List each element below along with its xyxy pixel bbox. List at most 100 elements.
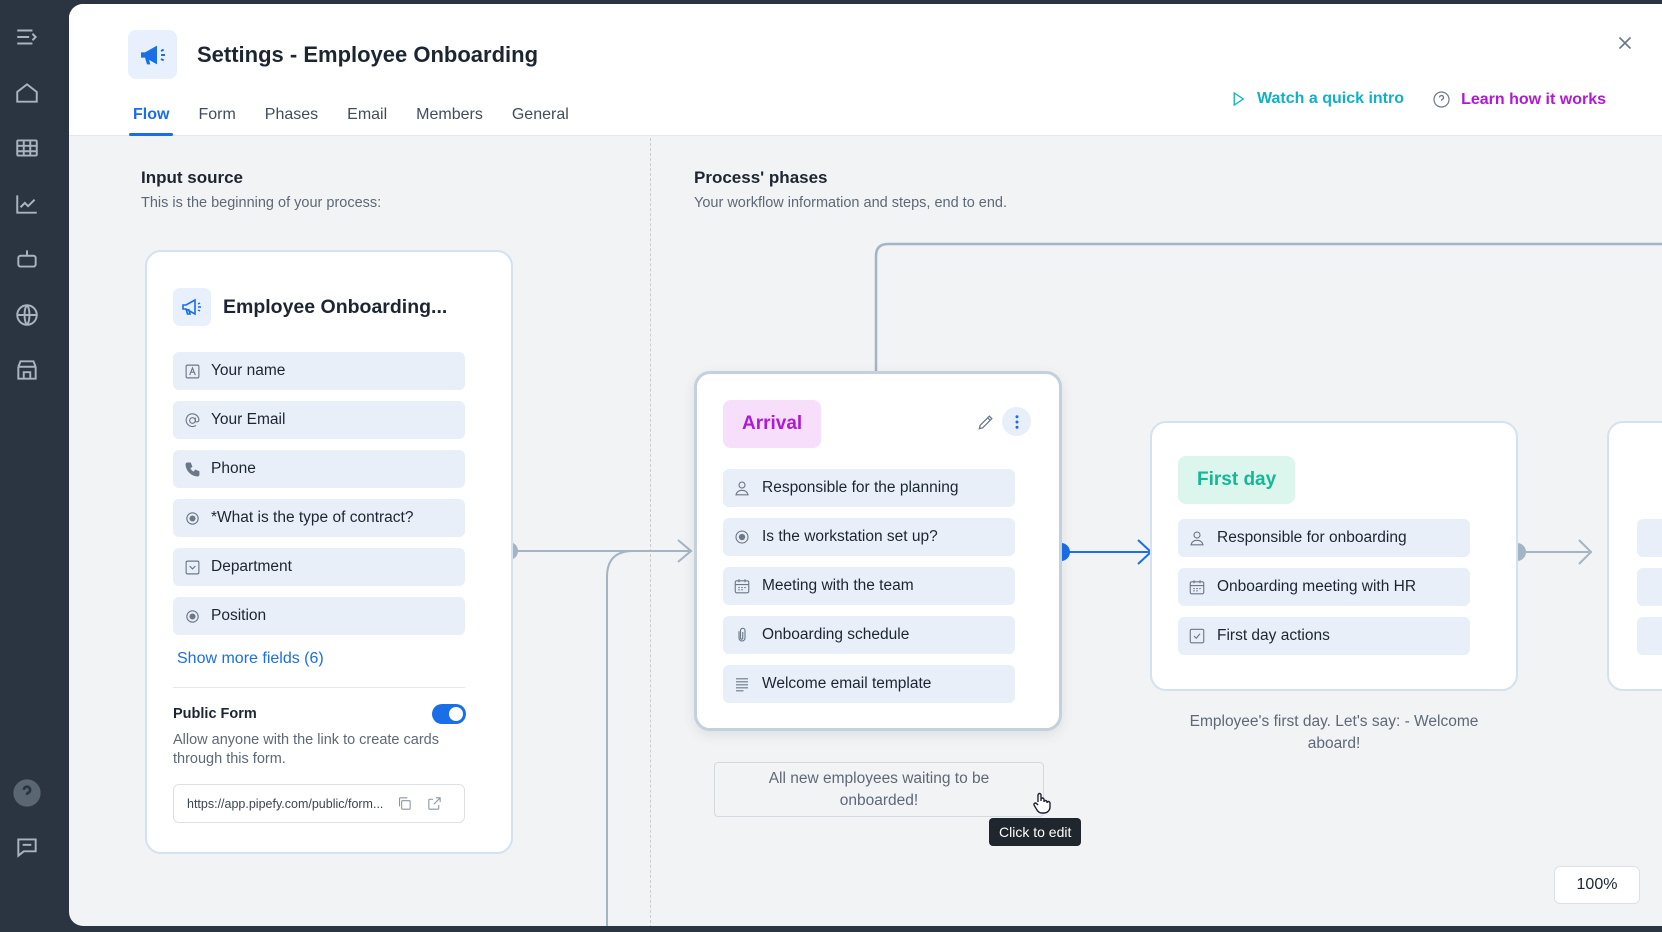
tab-general[interactable]: General bbox=[511, 106, 569, 123]
phase-description-text: Employee's first day. Let's say: - Welco… bbox=[1189, 713, 1479, 752]
phase-field-label: Responsible for onboarding bbox=[1217, 529, 1407, 546]
public-form-label: Public Form bbox=[173, 706, 257, 722]
phases-section-title: Process' phases bbox=[694, 168, 828, 187]
chat-icon[interactable] bbox=[12, 832, 42, 862]
megaphone-icon bbox=[128, 30, 177, 79]
user-icon bbox=[1190, 531, 1204, 546]
help-icon[interactable] bbox=[12, 778, 42, 808]
close-icon[interactable] bbox=[1614, 32, 1636, 54]
click-to-edit-tooltip: Click to edit bbox=[989, 818, 1082, 846]
radio-icon bbox=[735, 530, 749, 544]
long-text-icon bbox=[736, 678, 748, 692]
phase-description-text: All new employees waiting to be onboarde… bbox=[768, 769, 990, 809]
menu-expand-icon[interactable] bbox=[12, 22, 42, 52]
text-field-icon bbox=[183, 362, 201, 380]
more-options-icon[interactable] bbox=[1002, 407, 1031, 436]
phase-field-label: Responsible for the planning bbox=[762, 479, 959, 496]
tab-form[interactable]: Form bbox=[198, 106, 236, 123]
form-field[interactable]: Your name bbox=[173, 352, 465, 390]
pencil-icon[interactable] bbox=[976, 412, 996, 432]
form-field[interactable]: *What is the type of contract? bbox=[173, 499, 465, 537]
radio-icon bbox=[183, 607, 201, 625]
start-form-card[interactable]: Employee Onboarding... Your name Your Em… bbox=[145, 250, 513, 854]
chart-icon[interactable] bbox=[12, 189, 42, 219]
phase-card-arrival[interactable]: Arrival Responsible for the planning Is … bbox=[694, 371, 1062, 731]
phase-field bbox=[1637, 617, 1662, 655]
tab-email[interactable]: Email bbox=[347, 106, 388, 123]
phase-field[interactable]: Responsible for the planning bbox=[723, 469, 1015, 507]
hand-cursor-icon bbox=[1033, 792, 1051, 814]
phase-field-label: Meeting with the team bbox=[762, 577, 914, 594]
public-form-description: Allow anyone with the link to create car… bbox=[173, 732, 439, 767]
phase-name: Arrival bbox=[723, 400, 822, 448]
external-link-icon[interactable] bbox=[426, 795, 443, 812]
phase-field[interactable]: Welcome email template bbox=[723, 665, 1015, 703]
phase-field[interactable]: Onboarding meeting with HR bbox=[1178, 568, 1470, 606]
learn-how-link[interactable]: Learn how it works bbox=[1432, 90, 1606, 109]
section-divider bbox=[650, 138, 651, 926]
form-name: Employee Onboarding... bbox=[223, 296, 448, 318]
learn-how-label: Learn how it works bbox=[1461, 90, 1606, 108]
home-icon[interactable] bbox=[12, 78, 42, 108]
tab-phases[interactable]: Phases bbox=[264, 106, 319, 123]
phase-description-arrival[interactable]: All new employees waiting to be onboarde… bbox=[714, 762, 1044, 817]
robot-icon[interactable] bbox=[12, 244, 42, 274]
phases-section-subtitle: Your workflow information and steps, end… bbox=[694, 195, 1008, 211]
page-title: Settings - Employee Onboarding bbox=[197, 42, 539, 67]
calendar-icon bbox=[734, 579, 750, 594]
public-url-box: https://app.pipefy.com/public/form... bbox=[173, 784, 465, 823]
input-source-title: Input source bbox=[141, 168, 244, 187]
watch-intro-label: Watch a quick intro bbox=[1257, 90, 1404, 107]
copy-icon[interactable] bbox=[396, 795, 413, 812]
card-divider bbox=[173, 687, 465, 688]
phase-field-label: First day actions bbox=[1217, 627, 1330, 644]
phase-field[interactable]: Responsible for onboarding bbox=[1178, 519, 1470, 557]
phase-field[interactable]: Meeting with the team bbox=[723, 567, 1015, 605]
phase-field-label: Onboarding schedule bbox=[762, 626, 910, 643]
play-icon bbox=[1233, 91, 1245, 107]
tab-flow[interactable]: Flow bbox=[128, 102, 174, 136]
phone-icon bbox=[183, 460, 201, 478]
phase-field-label: Onboarding meeting with HR bbox=[1217, 578, 1417, 595]
public-url: https://app.pipefy.com/public/form... bbox=[187, 796, 384, 811]
phase-field[interactable]: Onboarding schedule bbox=[723, 616, 1015, 654]
settings-modal: Settings - Employee Onboarding Flow Form… bbox=[69, 4, 1662, 926]
field-label: *What is the type of contract? bbox=[211, 509, 414, 526]
watch-intro-link[interactable]: Watch a quick intro bbox=[1229, 90, 1404, 108]
phase-name: First day bbox=[1178, 456, 1296, 504]
phase-field bbox=[1637, 519, 1662, 557]
field-label: Your name bbox=[211, 362, 286, 379]
public-form-toggle[interactable] bbox=[432, 704, 466, 724]
field-label: Position bbox=[211, 607, 267, 624]
phase-description-first-day[interactable]: Employee's first day. Let's say: - Welco… bbox=[1184, 711, 1484, 755]
globe-icon[interactable] bbox=[12, 300, 42, 330]
field-label: Department bbox=[211, 558, 292, 575]
at-sign-icon bbox=[183, 411, 201, 429]
form-field[interactable]: Department bbox=[173, 548, 465, 586]
form-field[interactable]: Phone bbox=[173, 450, 465, 488]
table-icon[interactable] bbox=[12, 133, 42, 163]
phase-field bbox=[1637, 568, 1662, 606]
phase-card-first-day[interactable]: First day Responsible for onboarding Onb… bbox=[1150, 421, 1518, 691]
settings-tabs: Flow Form Phases Email Members General bbox=[128, 102, 598, 136]
form-field[interactable]: Position bbox=[173, 597, 465, 635]
tab-members[interactable]: Members bbox=[416, 106, 483, 123]
store-icon[interactable] bbox=[12, 355, 42, 385]
form-field[interactable]: Your Email bbox=[173, 401, 465, 439]
radio-icon bbox=[183, 509, 201, 527]
phase-field-label: Is the workstation set up? bbox=[762, 528, 938, 545]
input-source-subtitle: This is the beginning of your process: bbox=[141, 195, 382, 211]
zoom-level[interactable]: 100% bbox=[1554, 866, 1640, 904]
show-more-fields-link[interactable]: Show more fields (6) bbox=[177, 650, 324, 667]
phase-field-label: Welcome email template bbox=[762, 675, 932, 692]
user-icon bbox=[735, 481, 749, 496]
calendar-icon bbox=[1189, 580, 1205, 595]
phase-field[interactable]: Is the workstation set up? bbox=[723, 518, 1015, 556]
modal-header: Settings - Employee Onboarding Flow Form… bbox=[69, 4, 1662, 136]
question-circle-icon bbox=[1433, 91, 1450, 108]
app-sidebar bbox=[0, 0, 62, 932]
phase-field[interactable]: First day actions bbox=[1178, 617, 1470, 655]
field-label: Phone bbox=[211, 460, 256, 477]
phase-card-next[interactable] bbox=[1607, 421, 1662, 691]
paperclip-icon bbox=[738, 627, 746, 642]
